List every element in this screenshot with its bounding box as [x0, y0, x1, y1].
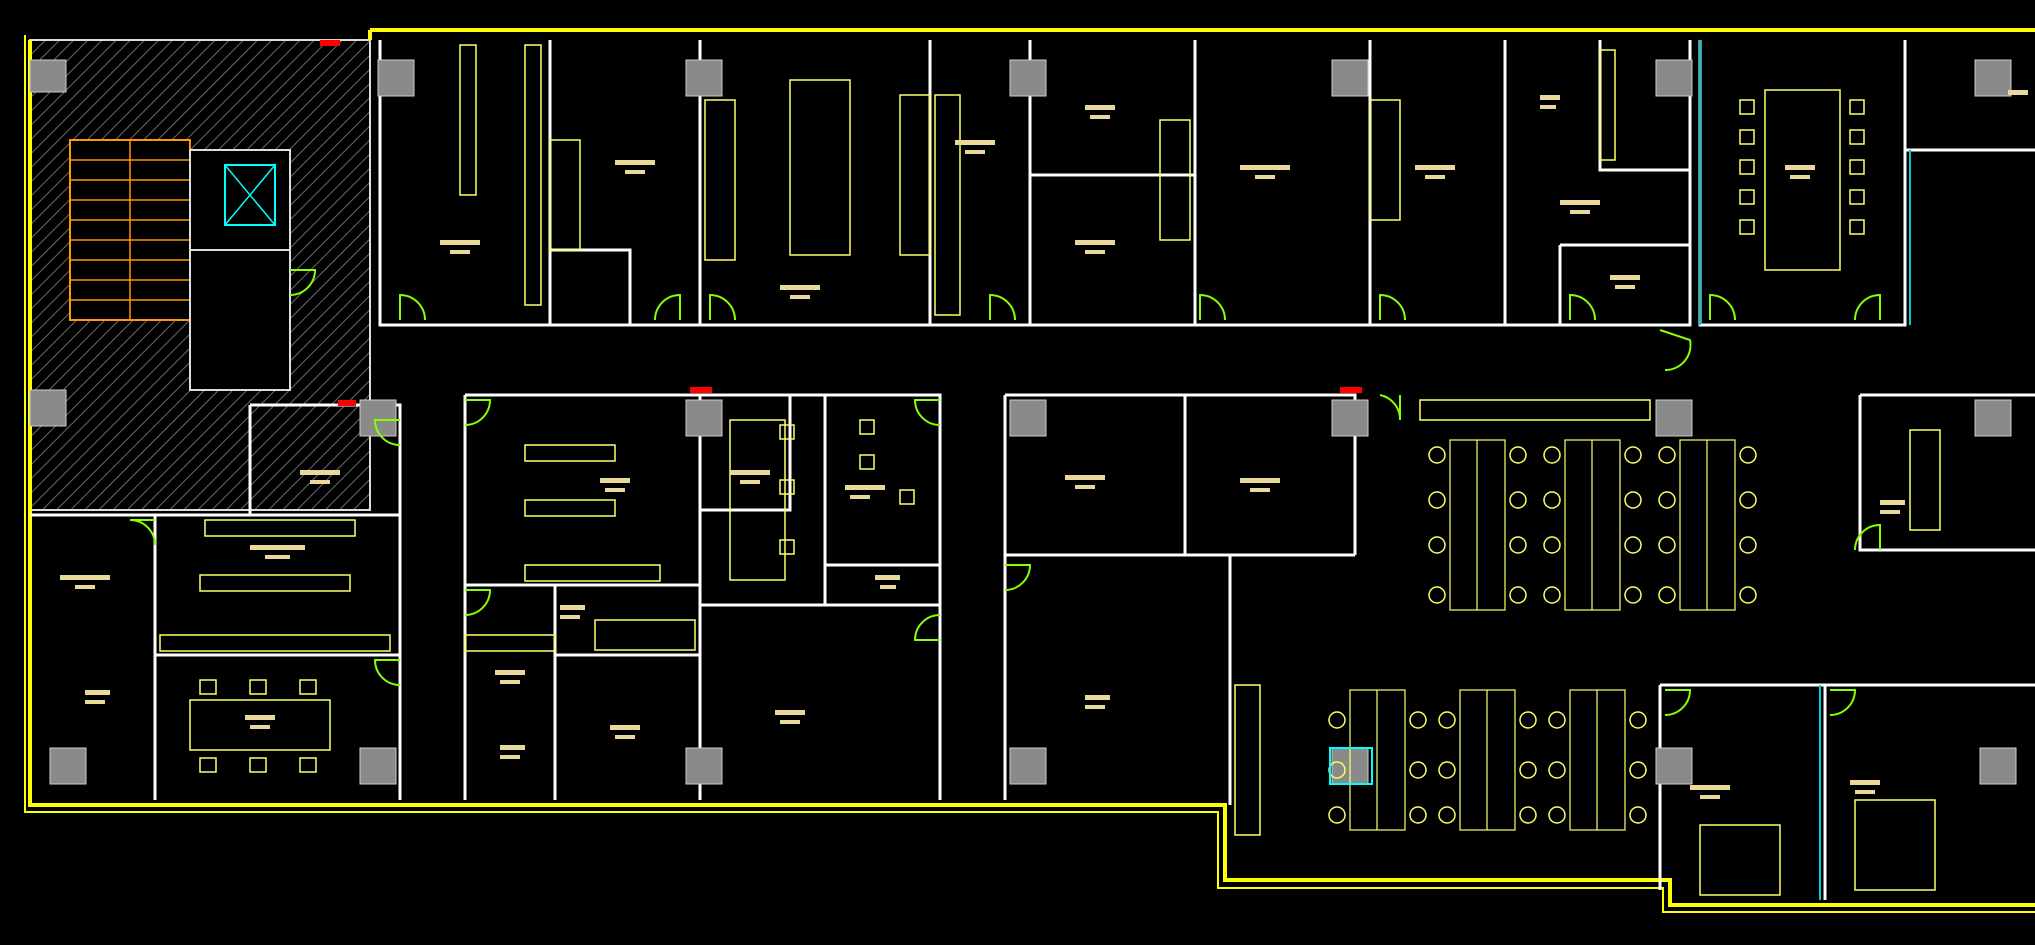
door-swing-icon	[913, 614, 941, 641]
chair-icon	[1739, 99, 1755, 115]
door-swing-icon	[1659, 329, 1692, 372]
column-icon	[1655, 59, 1693, 97]
desk-icon	[594, 619, 696, 651]
outer-walls	[24, 28, 2035, 913]
highlight-box	[1329, 747, 1373, 785]
chair-icon	[859, 454, 875, 470]
column-icon	[685, 59, 723, 97]
column-icon	[1331, 59, 1369, 97]
desk-icon	[789, 79, 851, 256]
chair-icon	[1849, 189, 1865, 205]
chair-icon	[1739, 189, 1755, 205]
chair-icon	[859, 419, 875, 435]
door-swing-icon	[913, 399, 941, 426]
column-icon	[1009, 747, 1047, 785]
desk-icon	[1854, 799, 1936, 891]
desk-icon	[1699, 824, 1781, 896]
column-icon	[1974, 59, 2012, 97]
door-swing-icon	[1664, 689, 1692, 716]
door-swing-icon	[1569, 293, 1596, 321]
door-swing-icon	[289, 269, 317, 296]
column-icon	[1655, 747, 1693, 785]
column-icon	[1655, 399, 1693, 437]
chair-icon	[779, 424, 795, 440]
chair-icon	[899, 489, 915, 505]
cabinets	[159, 44, 1941, 836]
chair-icon	[1849, 129, 1865, 145]
door-swing-icon	[1854, 293, 1881, 321]
column-icon	[1974, 399, 2012, 437]
door-swing-icon	[399, 293, 426, 321]
column-icon	[1009, 59, 1047, 97]
elevator-icon	[224, 164, 276, 226]
chair-icon	[1849, 99, 1865, 115]
door-swing-icon	[1709, 293, 1736, 321]
column-icon	[1331, 399, 1369, 437]
desk-icon	[189, 699, 331, 751]
door-swing-icon	[373, 419, 401, 446]
building-core	[29, 39, 371, 511]
column-icon	[29, 59, 67, 93]
chair-icon	[299, 757, 317, 773]
chairs	[199, 99, 1865, 773]
door-swing-icon	[464, 589, 492, 616]
column-icon	[377, 59, 415, 97]
chair-icon	[299, 679, 317, 695]
chair-icon	[1739, 129, 1755, 145]
door-swing-icon	[1199, 293, 1226, 321]
door-swing-icon	[1854, 523, 1881, 551]
door-swing-icon	[464, 399, 492, 426]
chair-icon	[1739, 159, 1755, 175]
door-swing-icon	[1829, 689, 1857, 716]
column-icon	[29, 389, 67, 427]
door-swing-icon	[1379, 394, 1402, 421]
door-swing-icon	[709, 293, 736, 321]
chair-icon	[779, 539, 795, 555]
chair-icon	[1849, 159, 1865, 175]
column-icon	[359, 747, 397, 785]
chair-icon	[249, 757, 267, 773]
door-swing-icon	[373, 659, 401, 686]
door-swing-icon	[1379, 293, 1406, 321]
door-swing-icon	[654, 293, 681, 321]
room-label-marks	[60, 90, 2028, 799]
column-icon	[49, 747, 87, 785]
door-swing-icon	[1004, 564, 1032, 591]
glass-partitions	[1699, 40, 1911, 900]
door-swing-icon	[989, 293, 1016, 321]
chair-icon	[199, 679, 217, 695]
column-icon	[685, 399, 723, 437]
chair-icon	[249, 679, 267, 695]
desk-icon	[1764, 89, 1841, 271]
accent-marks	[320, 40, 1362, 406]
column-icon	[1009, 399, 1047, 437]
column-icon	[685, 747, 723, 785]
tables	[189, 79, 1936, 896]
chair-icon	[1849, 219, 1865, 235]
door-swings	[129, 269, 1881, 716]
columns	[29, 59, 2017, 785]
workstations	[1349, 439, 1736, 831]
chair-icon	[199, 757, 217, 773]
door-swing-icon	[129, 519, 156, 546]
column-icon	[1979, 747, 2017, 785]
desk-icon	[729, 419, 786, 581]
chair-icon	[1739, 219, 1755, 235]
workstation-chairs	[1328, 446, 1757, 824]
chair-icon	[779, 479, 795, 495]
